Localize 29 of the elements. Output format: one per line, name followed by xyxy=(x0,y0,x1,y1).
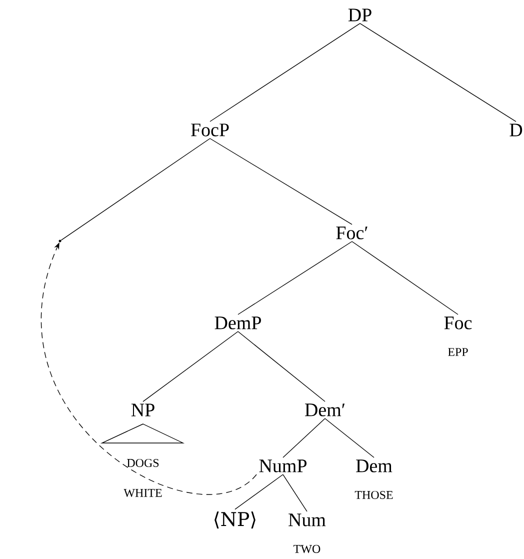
gloss-label: TWO xyxy=(294,544,320,554)
category-label: NP xyxy=(131,404,154,416)
category-label: NumP xyxy=(259,460,307,472)
category-label: FocP xyxy=(191,124,229,136)
category-label: DP xyxy=(348,8,372,22)
tree-branch xyxy=(282,474,308,512)
gloss-label: EPP xyxy=(448,348,468,356)
category-label: Foc′ xyxy=(336,226,368,240)
category-label: D xyxy=(510,124,522,136)
gloss-label: WHITE xyxy=(124,488,162,498)
tree-branch xyxy=(60,138,210,241)
tree-branch xyxy=(238,331,326,402)
tree-branch xyxy=(238,241,352,315)
category-label: Dem xyxy=(356,460,392,472)
tree-branch xyxy=(142,331,238,402)
gloss-label: THOSE xyxy=(354,490,393,500)
tree-branch xyxy=(210,23,360,122)
tree-branch xyxy=(324,418,374,458)
tree-branch xyxy=(234,474,284,510)
category-label: ⟨NP⟩ xyxy=(214,512,256,528)
category-label: DemP xyxy=(214,316,261,330)
category-label: Dem′ xyxy=(305,404,345,416)
gloss-label: DOGS xyxy=(127,458,159,468)
tree-branch xyxy=(352,241,458,315)
category-label: Num xyxy=(288,514,326,526)
tree-branch xyxy=(360,23,516,122)
tree-branch xyxy=(282,418,326,458)
category-label: Foc xyxy=(444,316,472,330)
tree-branch xyxy=(210,138,352,225)
